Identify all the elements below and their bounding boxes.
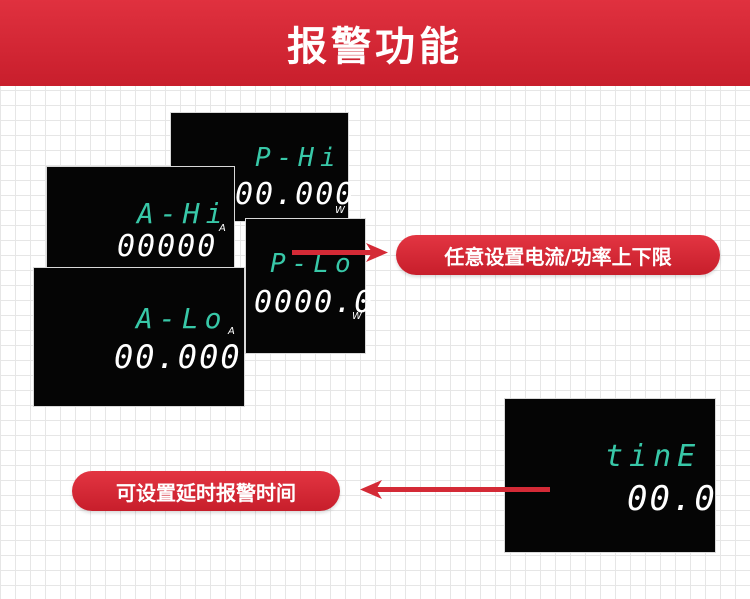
display-a-lo-value: 00.000 (114, 338, 242, 376)
display-a-hi: A-Hi 00000 A (47, 167, 234, 271)
display-p-hi-label: P-Hi (255, 143, 342, 173)
display-a-hi-label: A-Hi (137, 197, 229, 230)
page-title: 报警功能 (287, 24, 463, 70)
display-p-lo: P-Lo 0000.0 W (246, 219, 372, 353)
display-time-label: tinE (605, 439, 702, 474)
display-a-hi-value: 00000 (117, 229, 218, 264)
display-a-lo-unit: A (228, 326, 235, 337)
arrow-left-icon (360, 480, 550, 499)
display-time: tinE 00.0 (505, 399, 715, 552)
display-p-lo-unit: W (352, 311, 362, 322)
display-time-value: 00.0 (627, 479, 717, 519)
display-p-hi-value: 00.000 (235, 177, 356, 212)
limits-callout: 任意设置电流/功率上下限 (396, 235, 720, 275)
header-banner: 报警功能 (0, 0, 750, 86)
display-a-lo-label: A-Lo (136, 302, 228, 335)
display-p-lo-value: 0000.0 (254, 285, 375, 320)
display-a-hi-unit: A (219, 223, 226, 234)
delay-callout: 可设置延时报警时间 (72, 471, 340, 511)
display-p-hi-unit: W (335, 205, 345, 216)
display-a-lo: A-Lo 00.000 A (34, 268, 244, 406)
arrow-right-icon (292, 243, 388, 262)
